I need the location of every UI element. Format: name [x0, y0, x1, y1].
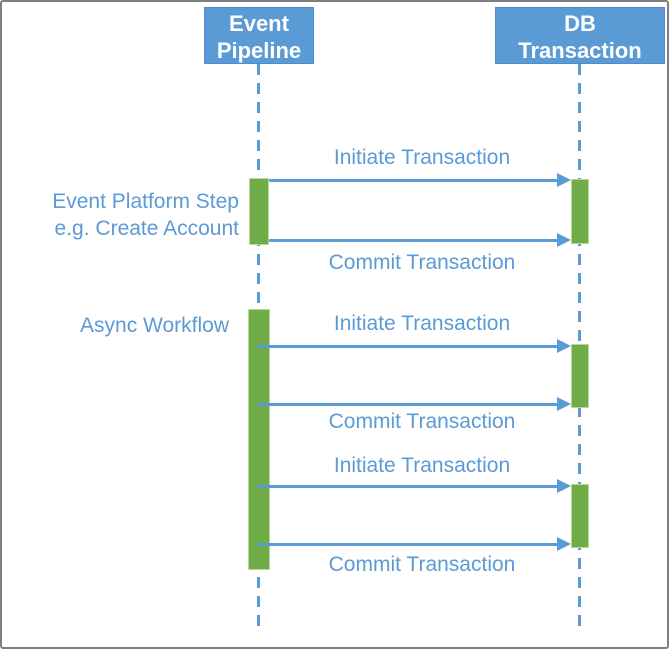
actor-label-line: Event: [229, 11, 289, 36]
actor-label-line: DB: [564, 11, 596, 36]
message-arrow-initiate-2: [257, 345, 559, 348]
arrowhead-right-icon: [557, 173, 571, 187]
side-label-line: e.g. Create Account: [54, 217, 239, 240]
message-label-commit-1: Commit Transaction: [328, 251, 516, 274]
message-arrow-initiate-3: [257, 485, 559, 488]
message-arrow-initiate-1: [269, 179, 559, 182]
activation-bar-event-pipeline-step: [249, 178, 269, 245]
activation-bar-db-transaction-1: [571, 179, 589, 244]
side-label-event-platform-step: Event Platform Step e.g. Create Account: [2, 188, 239, 242]
message-label-commit-3: Commit Transaction: [328, 553, 516, 576]
message-label-initiate-2: Initiate Transaction: [333, 312, 511, 335]
message-label-initiate-1: Initiate Transaction: [333, 146, 511, 169]
arrowhead-right-icon: [557, 479, 571, 493]
actor-label-line: Pipeline: [216, 38, 302, 63]
actor-box-event-pipeline: Event Pipeline: [204, 7, 314, 64]
side-label-line: Event Platform Step: [52, 190, 239, 213]
arrowhead-right-icon: [557, 397, 571, 411]
message-arrow-commit-3: [257, 543, 559, 546]
message-label-commit-2: Commit Transaction: [328, 410, 516, 433]
arrowhead-right-icon: [557, 233, 571, 247]
activation-bar-db-transaction-2: [571, 344, 589, 408]
activation-bar-db-transaction-3: [571, 484, 589, 548]
side-label-async-workflow: Async Workflow: [2, 312, 229, 339]
actor-label-line: Transaction: [518, 38, 642, 63]
actor-box-db-transaction: DB Transaction: [495, 7, 665, 64]
side-label-line: Async Workflow: [80, 314, 229, 337]
arrowhead-right-icon: [557, 537, 571, 551]
arrowhead-right-icon: [557, 339, 571, 353]
activation-bar-async-workflow: [248, 309, 270, 570]
message-arrow-commit-1: [269, 239, 559, 242]
message-label-initiate-3: Initiate Transaction: [333, 454, 511, 477]
message-arrow-commit-2: [257, 403, 559, 406]
